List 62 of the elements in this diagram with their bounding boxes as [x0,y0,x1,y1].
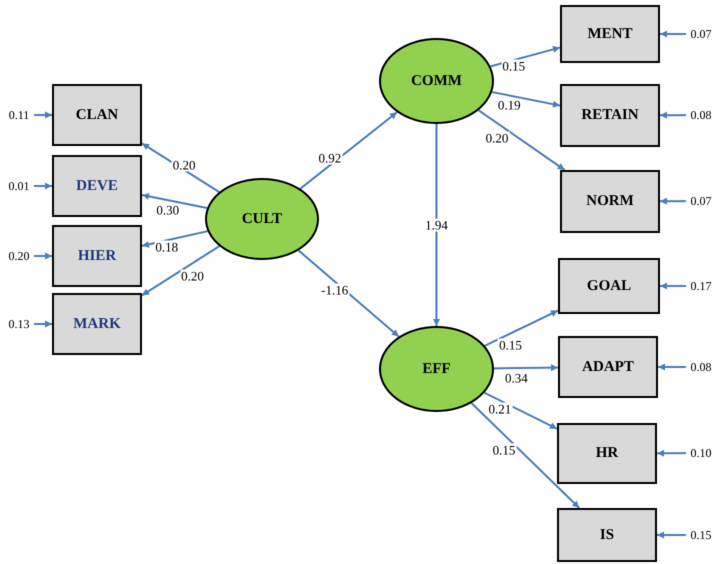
indicator-box: CLAN [52,84,142,146]
indicator-box: GOAL [558,258,660,314]
arrow [34,182,52,190]
indicator-box: HR [557,423,657,484]
arrow [660,282,686,290]
arrow [141,245,220,296]
arrow [142,192,208,209]
arrow [657,450,686,457]
error-value: 0.17 [686,278,716,294]
arrow [34,320,52,328]
arrow [484,310,558,347]
arrow [34,112,52,118]
edge-label: 0.30 [155,204,180,217]
arrow [657,532,686,538]
edge-label: 0.21 [487,402,512,416]
edge-label: 0.15 [498,338,523,352]
indicator-box: DEVE [52,155,142,217]
edge-label: 0.92 [317,152,342,165]
arrow [300,111,398,190]
arrow [298,250,400,338]
arrow [660,30,686,38]
error-value: 0.08 [686,359,716,375]
edge-label: 0.19 [496,98,522,112]
indicator-box: MENT [560,5,660,63]
arrow [478,109,566,171]
error-value: 0.01 [4,178,34,194]
error-value: 0.20 [4,248,34,264]
indicator-box: MARK [52,293,142,355]
node-label: COMM [411,72,462,91]
error-value: 0.08 [686,107,716,123]
indicator-box: ADAPT [558,336,658,398]
indicator-box: RETAIN [560,84,660,147]
edge-label: 0.34 [504,372,529,385]
indicator-box: IS [557,508,657,562]
arrow [34,252,52,260]
node-label: CULT [242,210,282,229]
edge-label: 0.18 [154,240,180,254]
indicator-box: NORM [560,170,660,233]
node-label: EFF [422,360,451,379]
arrow [470,402,580,509]
edge-label: 0.15 [501,59,526,72]
edge-label: 0.20 [484,132,510,145]
error-value: 0.13 [4,316,34,332]
edge-label: 0.15 [492,444,516,457]
error-value: 0.07 [686,26,716,42]
edge-label: 0.20 [180,270,205,283]
indicator-box: HIER [52,225,142,287]
edge-label: 1.94 [424,218,449,232]
error-value: 0.15 [686,527,716,543]
arrow [142,230,208,248]
arrow [658,364,686,370]
error-value: 0.10 [686,445,716,461]
arrow [660,112,686,119]
edge-label: -1.16 [320,283,350,296]
arrow [492,91,560,108]
arrow [660,198,686,205]
arrow [433,124,440,326]
arrow [484,392,558,430]
edge-label: 0.20 [172,158,196,172]
arrow [494,364,558,372]
error-value: 0.07 [686,193,716,209]
error-value: 0.11 [4,107,34,123]
